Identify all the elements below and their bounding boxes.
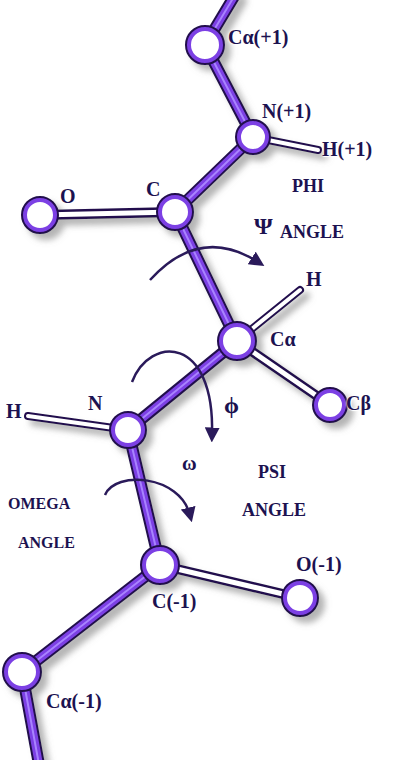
atom-label: O(-1): [296, 553, 342, 576]
atom-label: Cα(+1): [228, 26, 288, 49]
atom-label: H: [6, 400, 22, 423]
angle-label: PHI: [292, 176, 324, 197]
angle-label: OMEGA: [8, 495, 70, 513]
atom-label: Cβ: [346, 392, 371, 415]
atom-label: N(+1): [262, 100, 311, 123]
angle-label: ANGLE: [18, 534, 75, 552]
angle-symbol: ϕ: [224, 392, 239, 420]
atom-label: C: [146, 178, 160, 201]
rotation-arrows: [105, 247, 258, 515]
backbone: [22, 0, 253, 760]
side-bonds: [28, 137, 330, 598]
atom-label: O: [60, 185, 76, 208]
atoms: [6, 29, 344, 688]
atom-label: H: [306, 268, 322, 291]
angle-symbol: Ψ: [254, 213, 273, 241]
angle-symbol: ω: [182, 452, 197, 475]
atom-label: Cα: [270, 328, 296, 351]
angle-label: ANGLE: [280, 222, 344, 243]
angle-label: PSI: [258, 462, 286, 483]
atom-label: H(+1): [322, 138, 372, 161]
atom-label: N: [88, 392, 102, 415]
bonds: [6, 0, 344, 760]
atom-label: Cα(-1): [46, 690, 102, 713]
atom-label: C(-1): [152, 590, 196, 613]
angle-label: ANGLE: [242, 500, 306, 521]
